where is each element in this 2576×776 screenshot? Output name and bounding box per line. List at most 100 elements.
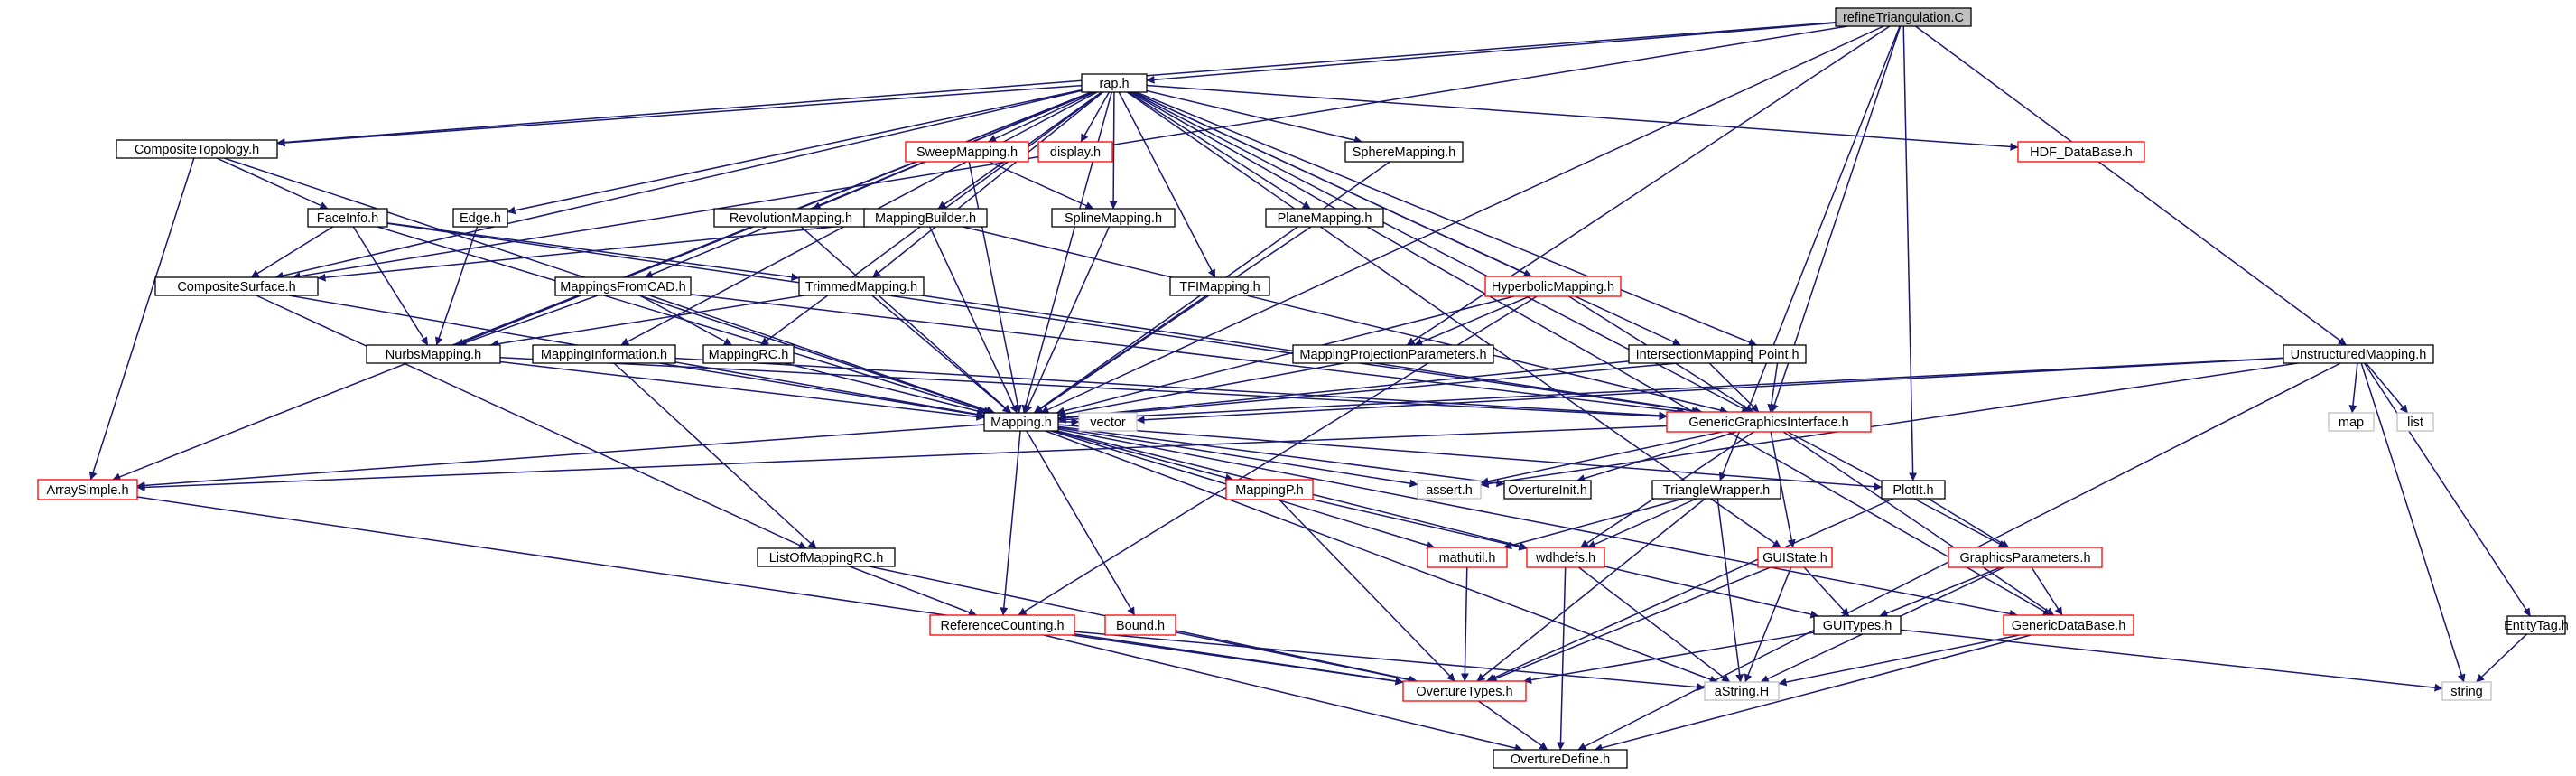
node-label: GraphicsParameters.h [1959, 551, 2090, 566]
node-astring: aString.H [1704, 681, 1780, 701]
node-label: MappingRC.h [709, 348, 789, 362]
node-label: Bound.h [1116, 619, 1165, 633]
edge-mapping_information-to-mapping [659, 362, 985, 419]
edge-wdhdefs-to-overture_define [1557, 566, 1567, 751]
node-mapping-builder[interactable]: MappingBuilder.h [863, 208, 988, 228]
edge-rap-to-tfi [1118, 91, 1216, 278]
node-label: TriangleWrapper.h [1663, 483, 1770, 498]
node-box [1081, 73, 1148, 93]
node-box [1751, 344, 1807, 364]
node-overture-define[interactable]: OvertureDefine.h [1493, 749, 1628, 769]
edge-composite_topology-to-array_simple [88, 157, 195, 481]
node-display[interactable]: display.h [1037, 141, 1113, 163]
node-label: MappingsFromCAD.h [560, 280, 685, 295]
node-label: GUITypes.h [1823, 619, 1892, 633]
node-point[interactable]: Point.h [1751, 344, 1807, 364]
node-composite-topology[interactable]: CompositeTopology.h [116, 139, 278, 159]
edge-reference_counting-to-overture_types [1072, 634, 1404, 686]
node-label: IntersectionMapping.h [1636, 348, 1765, 362]
edge-mappings_from_cad-to-mapping_rc [639, 295, 732, 346]
edge-gui_types-to-overture_types [1523, 631, 1815, 685]
node-hdf[interactable]: HDF_DataBase.h [2017, 141, 2145, 163]
node-label: ListOfMappingRC.h [769, 551, 884, 566]
node-mapping-projection[interactable]: MappingProjectionParameters.h [1292, 344, 1494, 364]
edge-bound-to-overture_types [1175, 631, 1417, 684]
edge-mappingp-to-overture_types [1279, 499, 1455, 682]
node-box [1881, 480, 1946, 500]
node-trimmed[interactable]: TrimmedMapping.h [798, 276, 925, 296]
edge-hyperbolic-to-mapping_projection [1414, 295, 1530, 346]
node-reference-counting[interactable]: ReferenceCounting.h [929, 614, 1075, 636]
node-edge[interactable]: Edge.h [452, 208, 508, 228]
node-gui-types[interactable]: GUITypes.h [1813, 615, 1902, 635]
edge-refine-to-rap [1146, 22, 1837, 84]
edge-unstructured-to-list [2365, 362, 2409, 414]
edge-mapping-to-overture_init [1057, 425, 1505, 488]
node-sweep[interactable]: SweepMapping.h [905, 141, 1029, 163]
edge-mathutil-to-overture_types [1460, 566, 1469, 682]
node-ggi[interactable]: GenericGraphicsInterface.h [1666, 411, 1872, 433]
node-label: FaceInfo.h [317, 211, 379, 226]
edge-rap-to-ggi [1130, 91, 1751, 413]
node-label: ReferenceCounting.h [940, 619, 1064, 633]
node-box [1078, 412, 1138, 432]
node-array-simple[interactable]: ArraySimple.h [37, 479, 138, 500]
edge-triangle_wrapper-to-astring [1716, 498, 1744, 683]
edge-ggi-to-overture_init [1576, 431, 1737, 482]
edge-graphics_parameters-to-generic_database [2031, 566, 2063, 616]
node-label: wdhdefs.h [1535, 551, 1595, 566]
node-unstructured[interactable]: UnstructuredMapping.h [2283, 344, 2434, 364]
node-mapping-information[interactable]: MappingInformation.h [532, 344, 676, 364]
node-faceinfo[interactable]: FaceInfo.h [307, 208, 388, 228]
edge-gui_types-to-string [1900, 629, 2443, 692]
node-nurbs[interactable]: NurbsMapping.h [366, 344, 501, 364]
node-wdhdefs[interactable]: wdhdefs.h [1526, 547, 1605, 568]
edge-ggi-to-generic_database [1782, 431, 2055, 616]
node-plotit[interactable]: PlotIt.h [1881, 480, 1946, 500]
node-box [2396, 412, 2434, 432]
node-mathutil[interactable]: mathutil.h [1427, 547, 1508, 568]
node-box [116, 139, 278, 159]
node-label: mathutil.h [1439, 551, 1496, 566]
node-refine[interactable]: refineTriangulation.C [1835, 7, 1972, 27]
node-mapping-rc[interactable]: MappingRC.h [702, 344, 795, 364]
node-mappingp[interactable]: MappingP.h [1225, 479, 1314, 500]
node-bound[interactable]: Bound.h [1104, 614, 1176, 636]
node-rap[interactable]: rap.h [1081, 73, 1148, 93]
node-plane[interactable]: PlaneMapping.h [1265, 208, 1384, 228]
node-revolution[interactable]: RevolutionMapping.h [713, 208, 869, 228]
node-box [2506, 615, 2566, 635]
edge-rap-to-hdf [1146, 84, 2019, 151]
node-box [366, 344, 501, 364]
edge-mappings_from_cad-to-mapping [649, 295, 996, 415]
edge-refine-to-mapping_projection [1406, 25, 1891, 346]
node-label: ArraySimple.h [46, 483, 128, 498]
node-mappings-from-cad[interactable]: MappingsFromCAD.h [554, 276, 692, 296]
node-label: assert.h [1426, 483, 1473, 498]
node-tfi[interactable]: TFIMapping.h [1169, 276, 1270, 296]
edge-triangle_wrapper-to-mathutil [1503, 498, 1684, 550]
node-mapping[interactable]: Mapping.h [983, 412, 1059, 432]
node-layer: refineTriangulation.C rap.hCompositeTopol… [37, 7, 2569, 769]
node-composite-surface[interactable]: CompositeSurface.h [154, 276, 319, 296]
node-label: MappingP.h [1235, 483, 1304, 498]
node-intersection[interactable]: IntersectionMapping.h [1628, 344, 1772, 364]
node-overture-init[interactable]: OvertureInit.h [1503, 480, 1592, 500]
node-sphere[interactable]: SphereMapping.h [1344, 141, 1464, 163]
node-overture-types[interactable]: OvertureTypes.h [1402, 680, 1527, 702]
edge-list_of_mapping_rc-to-reference_counting [849, 566, 977, 617]
node-box [1948, 547, 2103, 568]
edge-nurbs-to-mapping [499, 360, 985, 421]
node-hyperbolic[interactable]: HyperbolicMapping.h [1484, 276, 1622, 297]
node-label: rap.h [1099, 77, 1129, 91]
node-graphics-parameters[interactable]: GraphicsParameters.h [1948, 547, 2103, 568]
edge-overture_types-to-overture_define [1478, 700, 1548, 751]
node-entity-tag[interactable]: EntityTag.h [2504, 615, 2569, 635]
edge-hyperbolic-to-mapping [1056, 295, 1514, 416]
edge-mapping-to-reference_counting [1000, 430, 1021, 616]
node-spline[interactable]: SplineMapping.h [1051, 208, 1176, 228]
node-list-of-mapping-rc[interactable]: ListOfMappingRC.h [757, 547, 896, 567]
node-triangle-wrapper[interactable]: TriangleWrapper.h [1651, 480, 1781, 500]
node-gui-state[interactable]: GUIState.h [1757, 547, 1833, 568]
node-generic-database[interactable]: GenericDataBase.h [2003, 614, 2134, 636]
